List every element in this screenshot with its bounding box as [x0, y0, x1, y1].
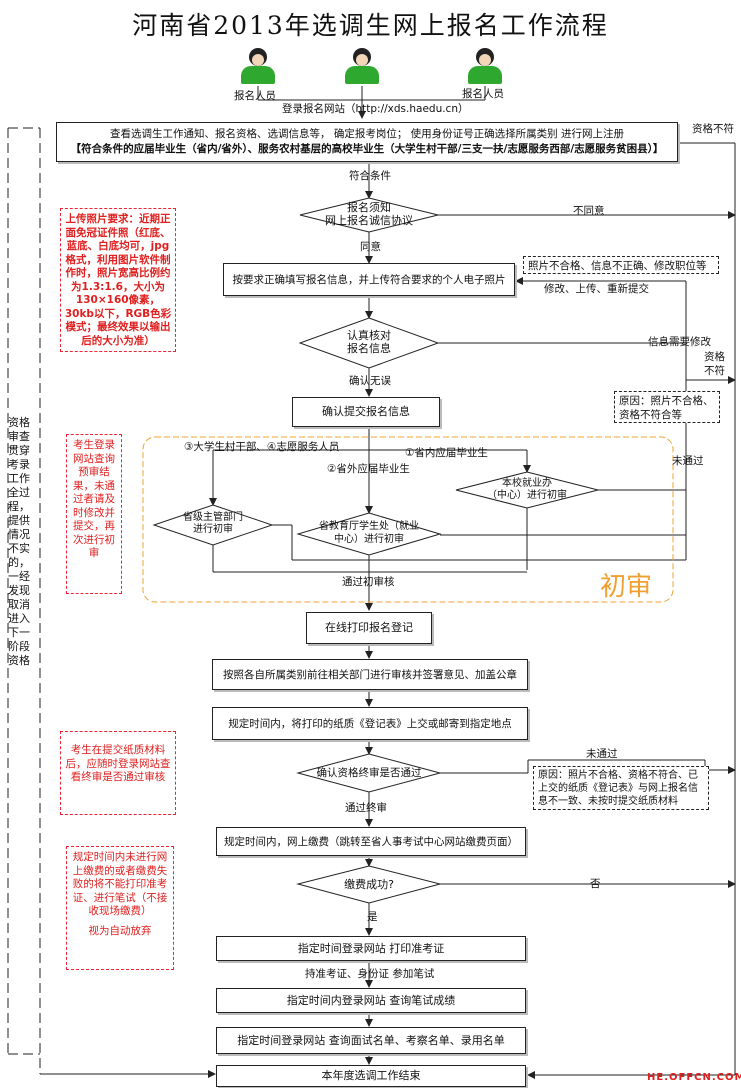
note-payment-text: 规定时间内未进行网上缴费的或者缴费失败的将不能打印准考证、进行笔试（不接收现场缴… [72, 851, 168, 917]
person-icon [345, 48, 379, 84]
stamp-box: 按照各自所属类别前往相关部门进行审核并签署意见、加盖公章 [212, 659, 528, 690]
diamond-notice [299, 197, 439, 233]
register-info-line1: 查看选调生工作通知、报名资格、选调信息等， 确定报考岗位； 使用身份证号正确选择… [109, 128, 624, 140]
label-passed-final: 通过终审 [345, 802, 387, 814]
label-disagree: 不同意 [573, 205, 605, 217]
register-site-label: 登录报名网站（http://xds.haedu.cn） [282, 103, 469, 115]
label-bring-docs: 持准考证、身份证 参加笔试 [305, 968, 435, 980]
label-path3-4: ③大学生村干部、④志愿服务人员 [184, 441, 340, 453]
label-rejected: 未通过 [672, 455, 704, 467]
end-box: 本年度选调工作结束 [216, 1065, 526, 1087]
decision-edu-dept: 省教育厅学生处（就业 中心）进行初审 [319, 521, 419, 545]
person-icon [241, 48, 275, 84]
note-payment: 规定时间内未进行网上缴费的或者缴费失败的将不能打印准考证、进行笔试（不接收现场缴… [66, 846, 174, 970]
pay-box: 规定时间内，网上缴费（跳转至省人事考试中心网站缴费页面） [216, 827, 526, 856]
decision-school: 本校就业办 （中心）进行初审 [487, 478, 567, 501]
decision-final: 确认资格终审是否通过 [316, 767, 422, 779]
register-info-line2: 【符合条件的应届毕业生（省内/省外）、服务农村基层的高校毕业生（大学生村干部/三… [70, 143, 664, 155]
print-reg-box: 在线打印报名登记 [306, 612, 432, 644]
diamond-verify [298, 317, 440, 369]
submit-box: 确认提交报名信息 [292, 397, 440, 427]
check-scores-box: 指定时间内登录网站 查询笔试成绩 [216, 988, 526, 1013]
first-review-label: 初审 [600, 572, 653, 602]
label-final-rejected: 未通过 [586, 748, 618, 760]
submit-paper-box: 规定时间内，将打印的纸质《登记表》上交或邮寄到指定地点 [212, 707, 528, 740]
label-info-needs-modify: 信息需要修改 [648, 336, 711, 348]
note-reason-final: 原因：照片不合格、资格不符合、已上交的纸质《登记表》与网上报名信息不一致、未按时… [533, 766, 709, 810]
note-reason-first: 原因：照片不合格、 资格不符合等 [614, 391, 720, 423]
diamond-provincial [152, 504, 274, 546]
diamond-payment [296, 865, 442, 904]
fill-info-box: 按要求正确填写报名信息，并上传符合要求的个人电子照片 [223, 263, 515, 296]
diamond-edu [296, 512, 442, 556]
label-yes: 是 [367, 911, 378, 923]
role-label-left: 报名人员 [234, 90, 276, 102]
note-photo-requirements: 上传照片要求：近期正面免冠证件照（红底、蓝底、白底均可，jpg格式，利用图片软件… [60, 208, 176, 352]
label-unqualified-right-2: 不符 [704, 365, 725, 377]
label-no: 否 [590, 878, 601, 890]
label-unqualified-top: 资格不符 [692, 123, 734, 135]
label-path2: ②省外应届毕业生 [327, 463, 410, 475]
register-info-box: 查看选调生工作通知、报名资格、选调信息等， 确定报考岗位； 使用身份证号正确选择… [56, 122, 678, 162]
check-lists-box: 指定时间登录网站 查询面试名单、考察名单、录用名单 [216, 1027, 526, 1054]
label-passed-first: 通过初审核 [342, 576, 395, 588]
watermark: HE.OFFCN.COM [647, 1072, 741, 1083]
decision-provincial: 省级主管部门 进行初审 [183, 512, 243, 535]
print-ticket-box: 指定时间登录网站 打印准考证 [216, 936, 526, 961]
note-check-review: 考生登录网站查询预审结果，未通过者请及时修改并提交，再次进行初审 [66, 434, 122, 594]
label-agree: 同意 [360, 241, 381, 253]
label-meets: 符合条件 [349, 170, 391, 182]
diamond-school [455, 471, 599, 509]
note-payment-text2: 视为自动放弃 [88, 924, 152, 937]
page-title: 河南省2013年选调生网上报名工作流程 [132, 11, 609, 40]
decision-payment: 缴费成功? [344, 878, 394, 891]
decision-verify: 认真核对 报名信息 [347, 329, 391, 355]
left-note: 资格审查贯穿考录工作全过程，提供情况不实的，一经发现取消进入下一阶段资格 [8, 416, 30, 667]
note-photo-issue: 照片不合格、信息不正确、修改职位等 [523, 256, 719, 274]
label-unqualified-right-1: 资格 [704, 351, 725, 363]
decision-notice: 报名须知 网上报名诚信协议 [325, 201, 413, 227]
diamond-final [296, 753, 442, 793]
role-label-right: 报名人员 [462, 88, 504, 100]
label-path1: ①省内应届毕业生 [405, 447, 488, 459]
label-confirm-ok: 确认无误 [349, 375, 391, 387]
person-icon [468, 48, 502, 84]
note-check-final: 考生在提交纸质材料后，应随时登录网站查看终审是否通过审核 [60, 731, 176, 815]
label-modify-upload: 修改、上传、重新提交 [544, 283, 649, 295]
